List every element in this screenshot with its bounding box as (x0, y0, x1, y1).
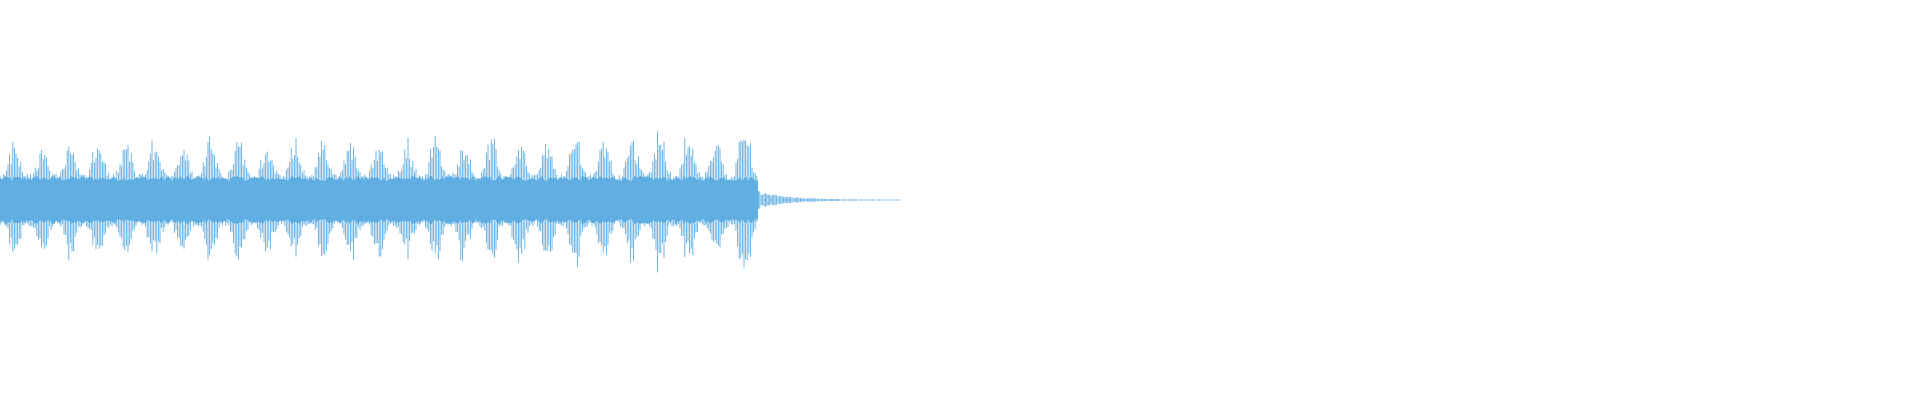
waveform-samples (0, 131, 902, 273)
